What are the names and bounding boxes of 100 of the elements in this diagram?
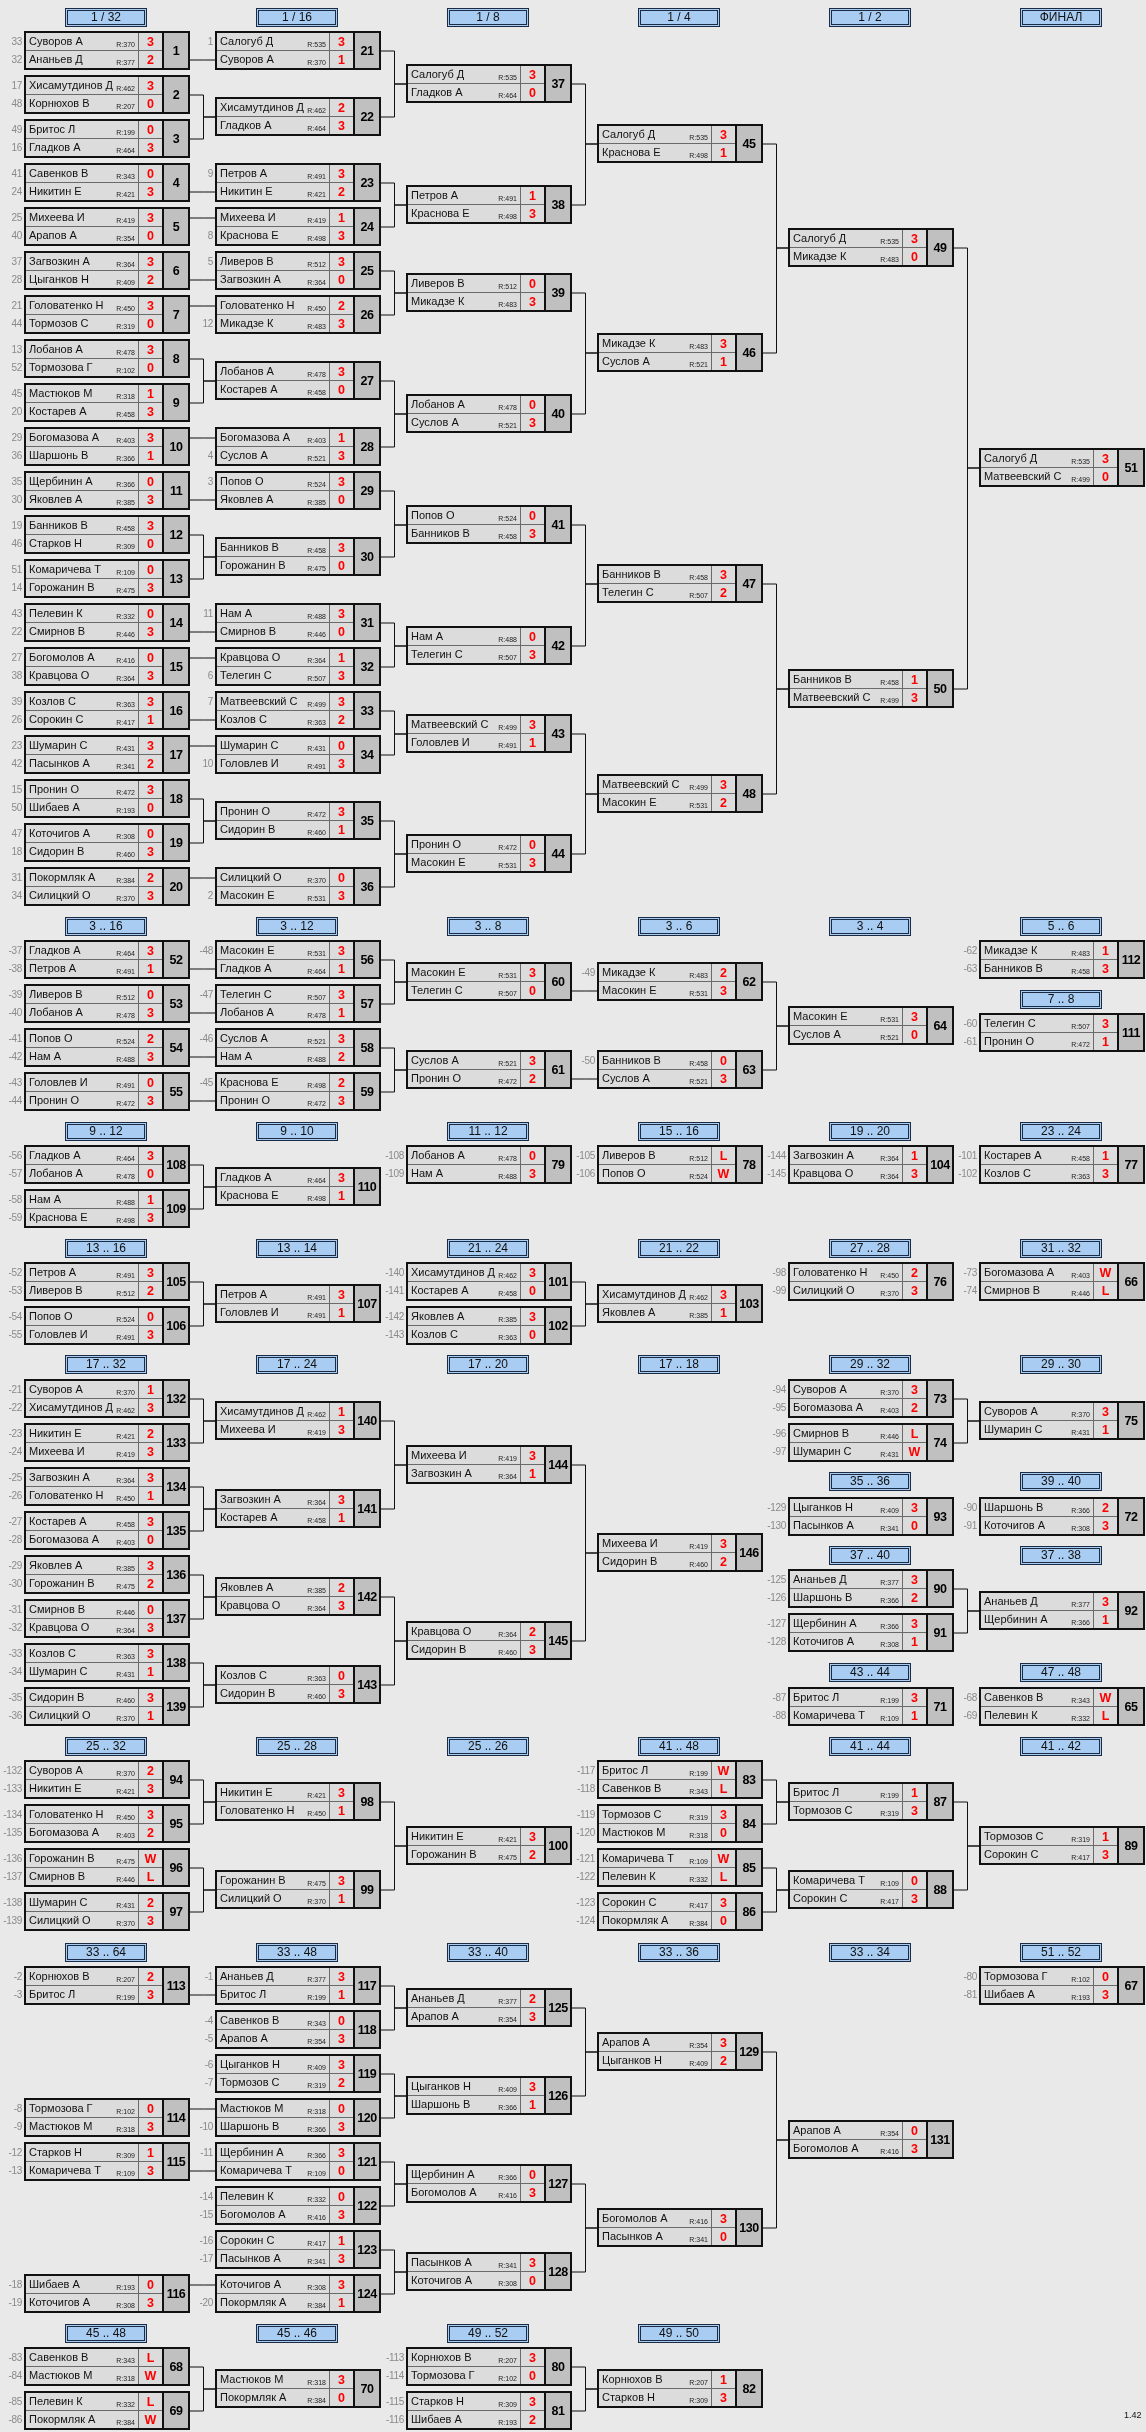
seed-number: -53 bbox=[8, 1284, 22, 1298]
score: 3 bbox=[138, 491, 162, 508]
score: 1 bbox=[138, 447, 162, 464]
seed-number: -61 bbox=[963, 1035, 977, 1049]
match-card bbox=[215, 537, 381, 576]
score: 2 bbox=[711, 1553, 735, 1570]
match-number: 111 bbox=[1117, 1015, 1143, 1050]
player-row bbox=[599, 776, 735, 794]
player-row bbox=[408, 275, 544, 293]
seed-number: -18 bbox=[8, 2278, 22, 2292]
score: 0 bbox=[138, 1308, 162, 1325]
score: 3 bbox=[1093, 1593, 1117, 1610]
seed-number: -96 bbox=[772, 1427, 786, 1441]
player-name: Шибаев А bbox=[29, 800, 80, 815]
bracket-line bbox=[380, 1640, 407, 1686]
bracket-line bbox=[762, 2139, 789, 2229]
score: 3 bbox=[711, 1806, 735, 1823]
score: 3 bbox=[1093, 1986, 1117, 2003]
player-name: Богомолов А bbox=[602, 2211, 668, 2226]
player-name: Хисамутдинов Д bbox=[220, 100, 305, 115]
player-name: Костарев А bbox=[29, 404, 87, 419]
round-header: 17 .. 24 bbox=[256, 1355, 338, 1374]
seed-number: -52 bbox=[8, 1266, 22, 1280]
score: 2 bbox=[902, 1589, 926, 1606]
player-name: Телегин С bbox=[411, 647, 463, 662]
score: 3 bbox=[138, 2162, 162, 2179]
player-name: Михеева И bbox=[411, 1448, 467, 1463]
seed-number: 35 bbox=[11, 475, 22, 489]
score: 0 bbox=[520, 2166, 544, 2183]
bracket-line bbox=[953, 1420, 980, 1444]
seed-number: -38 bbox=[8, 962, 22, 976]
round-header: 3 .. 12 bbox=[256, 917, 338, 936]
seed-number: -68 bbox=[963, 1691, 977, 1705]
bracket-line bbox=[189, 380, 216, 404]
seed-number: -117 bbox=[576, 1764, 595, 1778]
match-card bbox=[406, 64, 572, 103]
score: 0 bbox=[138, 2100, 162, 2117]
bracket-line bbox=[571, 2388, 598, 2412]
player-row bbox=[599, 1286, 735, 1304]
score: 3 bbox=[138, 579, 162, 596]
score: 0 bbox=[520, 836, 544, 853]
seed-number: -11 bbox=[200, 2146, 213, 2160]
score: 0 bbox=[520, 628, 544, 645]
player-name: Горожанин В bbox=[411, 1847, 477, 1862]
match-card bbox=[597, 2032, 763, 2071]
seed-number: -40 bbox=[8, 1006, 22, 1020]
player-name: Масокин Е bbox=[220, 888, 275, 903]
player-name: Смирнов В bbox=[220, 624, 277, 639]
score: 3 bbox=[329, 2056, 353, 2073]
match-card bbox=[979, 1591, 1145, 1630]
player-name: Нам А bbox=[29, 1192, 62, 1207]
score: 3 bbox=[138, 1689, 162, 1706]
score: 3 bbox=[329, 253, 353, 270]
score: 0 bbox=[329, 557, 353, 574]
score: 0 bbox=[138, 1531, 162, 1548]
seed-number: -130 bbox=[767, 1519, 786, 1533]
player-row bbox=[217, 1667, 353, 1685]
player-row bbox=[217, 363, 353, 381]
player-name: Гладков А bbox=[220, 118, 272, 133]
player-name: Козлов С bbox=[984, 1166, 1031, 1181]
player-name: Хисамутдинов Д bbox=[411, 1265, 496, 1280]
match-number: 138 bbox=[162, 1645, 188, 1680]
score: L bbox=[138, 1868, 162, 1885]
match-number: 8 bbox=[162, 341, 188, 376]
seed-number: -27 bbox=[8, 1515, 22, 1529]
bracket-line bbox=[189, 437, 216, 439]
bracket-line bbox=[189, 305, 216, 307]
seed-number: -46 bbox=[199, 1032, 213, 1046]
bracket-line bbox=[189, 1801, 216, 1825]
match-number: 10 bbox=[162, 429, 188, 464]
seed-number: -113 bbox=[385, 2351, 404, 2365]
seed-number: 47 bbox=[11, 827, 22, 841]
score: 2 bbox=[138, 1894, 162, 1911]
match-number: 139 bbox=[162, 1689, 188, 1724]
score: 1 bbox=[138, 1381, 162, 1398]
player-name: Покормляк А bbox=[220, 2390, 287, 2405]
match-number: 31 bbox=[353, 605, 379, 640]
match-card bbox=[979, 1826, 1145, 1865]
seed-number: -73 bbox=[963, 1266, 977, 1280]
match-card bbox=[597, 564, 763, 603]
score: 0 bbox=[329, 1667, 353, 1684]
player-name: Краснова Е bbox=[29, 1210, 88, 1225]
seed-number: 26 bbox=[11, 713, 22, 727]
bracket-line bbox=[189, 59, 216, 61]
bracket-line bbox=[189, 1596, 216, 1620]
match-number: 53 bbox=[162, 986, 188, 1021]
round-header: 45 .. 48 bbox=[65, 2324, 147, 2343]
score: 0 bbox=[520, 275, 544, 292]
player-name: Бритос Л bbox=[602, 1763, 649, 1778]
score: 3 bbox=[138, 693, 162, 710]
player-name: Пелевин К bbox=[29, 606, 83, 621]
player-name: Пелевин К bbox=[220, 2189, 274, 2204]
score: 3 bbox=[138, 209, 162, 226]
match-number: 14 bbox=[162, 605, 188, 640]
score: 1 bbox=[138, 1707, 162, 1724]
match-number: 141 bbox=[353, 1491, 379, 1526]
bracket-line bbox=[762, 1801, 789, 1825]
player-name: Коточигов А bbox=[793, 1634, 855, 1649]
score: 2 bbox=[138, 869, 162, 886]
player-row bbox=[790, 671, 926, 689]
